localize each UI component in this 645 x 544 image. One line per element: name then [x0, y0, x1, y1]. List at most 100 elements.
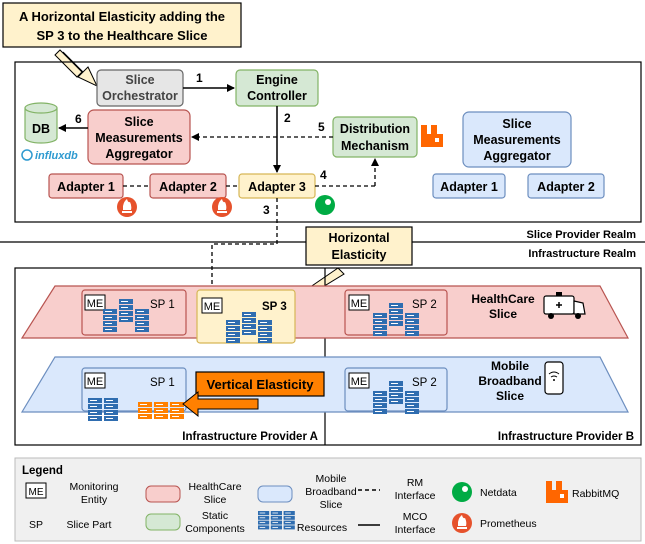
prometheus-icon — [117, 197, 137, 217]
svg-text:Slice: Slice — [502, 117, 531, 131]
infrastructure-realm-box — [14, 267, 642, 446]
svg-text:Distribution: Distribution — [340, 122, 410, 136]
infrastructure-provider-b-label: Infrastructure Provider B — [498, 431, 634, 443]
slice-provider-realm-box — [14, 61, 642, 223]
svg-text:Netdata: Netdata — [480, 487, 517, 499]
svg-text:Broadband: Broadband — [305, 486, 357, 498]
svg-text:SP 1: SP 1 — [150, 299, 175, 311]
svg-text:Broadband: Broadband — [478, 374, 541, 388]
monitoring-entity-icon — [201, 297, 223, 314]
slice-measurements-aggregator-mobile: Slice Measurements Aggregator — [462, 111, 572, 168]
adapter-3: Adapter 3 — [238, 173, 316, 199]
svg-text:Slice: Slice — [125, 73, 154, 87]
svg-text:HealthCare: HealthCare — [188, 481, 241, 493]
svg-text:Static: Static — [202, 510, 228, 522]
horizontal-elasticity-label: Horizontal Elasticity — [305, 226, 413, 266]
influxdb-logo: influxdb — [21, 149, 78, 162]
svg-text:Horizontal: Horizontal — [328, 231, 389, 245]
svg-text:SP 1: SP 1 — [150, 377, 175, 389]
svg-text:RM: RM — [407, 477, 423, 489]
svg-text:Elasticity: Elasticity — [332, 248, 387, 262]
svg-text:SP 2: SP 2 — [412, 377, 437, 389]
prometheus-icon — [212, 197, 232, 217]
svg-text:Slice: Slice — [489, 307, 517, 321]
svg-text:2: 2 — [284, 111, 291, 125]
svg-text:DB: DB — [32, 122, 50, 136]
monitoring-entity-icon — [84, 294, 106, 311]
svg-text:SP 3: SP 3 — [262, 301, 287, 313]
svg-text:Entity: Entity — [81, 494, 108, 506]
svg-text:RabbitMQ: RabbitMQ — [572, 488, 619, 500]
legend-mobile-broadband-slice: Mobile Broadband Slice — [257, 473, 357, 511]
horizontal-elasticity-callout: A Horizontal Elasticity adding the SP 3 … — [2, 2, 242, 48]
smartphone-icon — [544, 361, 564, 395]
ambulance-icon — [543, 292, 586, 319]
legend-title: Legend — [22, 465, 63, 477]
adapter-1-healthcare: Adapter 1 — [48, 173, 124, 199]
svg-text:Components: Components — [185, 523, 245, 535]
svg-text:ME: ME — [87, 298, 104, 310]
resources-vertical-elasticity — [137, 401, 185, 420]
svg-text:Vertical Elasticity: Vertical Elasticity — [207, 377, 315, 392]
monitoring-entity-icon — [84, 372, 106, 389]
svg-text:6: 6 — [75, 112, 82, 126]
slice-orchestrator: Slice Orchestrator — [96, 69, 184, 107]
legend-slice-part: SP Slice Part — [29, 519, 112, 531]
svg-text:5: 5 — [318, 120, 325, 134]
db-cylinder: DB — [24, 102, 58, 144]
adapter-2-healthcare: Adapter 2 — [149, 173, 227, 199]
legend-prometheus: Prometheus — [452, 513, 537, 533]
svg-text:ME: ME — [204, 301, 221, 313]
svg-text:Interface: Interface — [395, 524, 436, 536]
netdata-icon — [315, 195, 335, 215]
svg-text:4: 4 — [320, 168, 327, 182]
svg-text:Mechanism: Mechanism — [341, 139, 409, 153]
svg-text:ME: ME — [351, 376, 368, 388]
legend-netdata: Netdata — [452, 482, 517, 502]
legend-rm-interface: RM Interface — [358, 477, 436, 502]
svg-text:Adapter 1: Adapter 1 — [57, 180, 115, 194]
svg-text:Controller: Controller — [247, 89, 307, 103]
svg-text:Orchestrator: Orchestrator — [102, 89, 178, 103]
svg-text:Aggregator: Aggregator — [105, 147, 173, 161]
svg-text:Mobile: Mobile — [491, 359, 529, 373]
monitoring-entity-icon — [348, 372, 370, 389]
vertical-elasticity-arrow — [182, 390, 259, 418]
legend-resources: Resources — [257, 510, 347, 534]
callout-line1: A Horizontal Elasticity adding the — [19, 9, 225, 24]
svg-text:Aggregator: Aggregator — [483, 149, 551, 163]
legend-mco-interface: MCO Interface — [358, 511, 436, 536]
adapter-1-mobile: Adapter 1 — [432, 173, 506, 199]
svg-text:Slice: Slice — [320, 499, 343, 511]
svg-text:ME: ME — [29, 487, 44, 498]
svg-text:Measurements: Measurements — [473, 133, 561, 147]
vertical-elasticity-label: Vertical Elasticity — [195, 371, 325, 397]
svg-text:ME: ME — [87, 376, 104, 388]
svg-text:ME: ME — [351, 298, 368, 310]
distribution-mechanism: Distribution Mechanism — [332, 116, 418, 158]
callout-arrow — [62, 51, 99, 88]
svg-text:Interface: Interface — [395, 490, 436, 502]
svg-text:Mobile: Mobile — [316, 473, 347, 485]
legend-healthcare-slice: HealthCare Slice — [145, 481, 242, 506]
sp1-healthcare-provider-a: ME SP 1 — [81, 289, 187, 336]
mobile-broadband-slice-label: Mobile Broadband Slice — [478, 359, 541, 403]
svg-text:MCO: MCO — [403, 511, 428, 523]
callout-arrow-shaft — [54, 49, 83, 78]
svg-text:Adapter 2: Adapter 2 — [159, 180, 217, 194]
svg-text:Resources: Resources — [297, 522, 347, 534]
svg-text:SP 2: SP 2 — [412, 299, 437, 311]
svg-text:Engine: Engine — [256, 73, 298, 87]
edge-3 — [208, 198, 278, 299]
svg-text:3: 3 — [263, 203, 270, 217]
infrastructure-realm-label: Infrastructure Realm — [528, 248, 636, 260]
svg-text:Measurements: Measurements — [95, 131, 183, 145]
adapter-2-mobile: Adapter 2 — [527, 173, 605, 199]
svg-text:Prometheus: Prometheus — [480, 518, 537, 530]
svg-text:influxdb: influxdb — [35, 150, 78, 162]
legend-rabbitmq: RabbitMQ — [546, 481, 619, 503]
slice-measurements-aggregator-healthcare: Slice Measurements Aggregator — [87, 109, 191, 165]
engine-controller: Engine Controller — [235, 69, 319, 107]
svg-text:SP: SP — [29, 519, 43, 531]
